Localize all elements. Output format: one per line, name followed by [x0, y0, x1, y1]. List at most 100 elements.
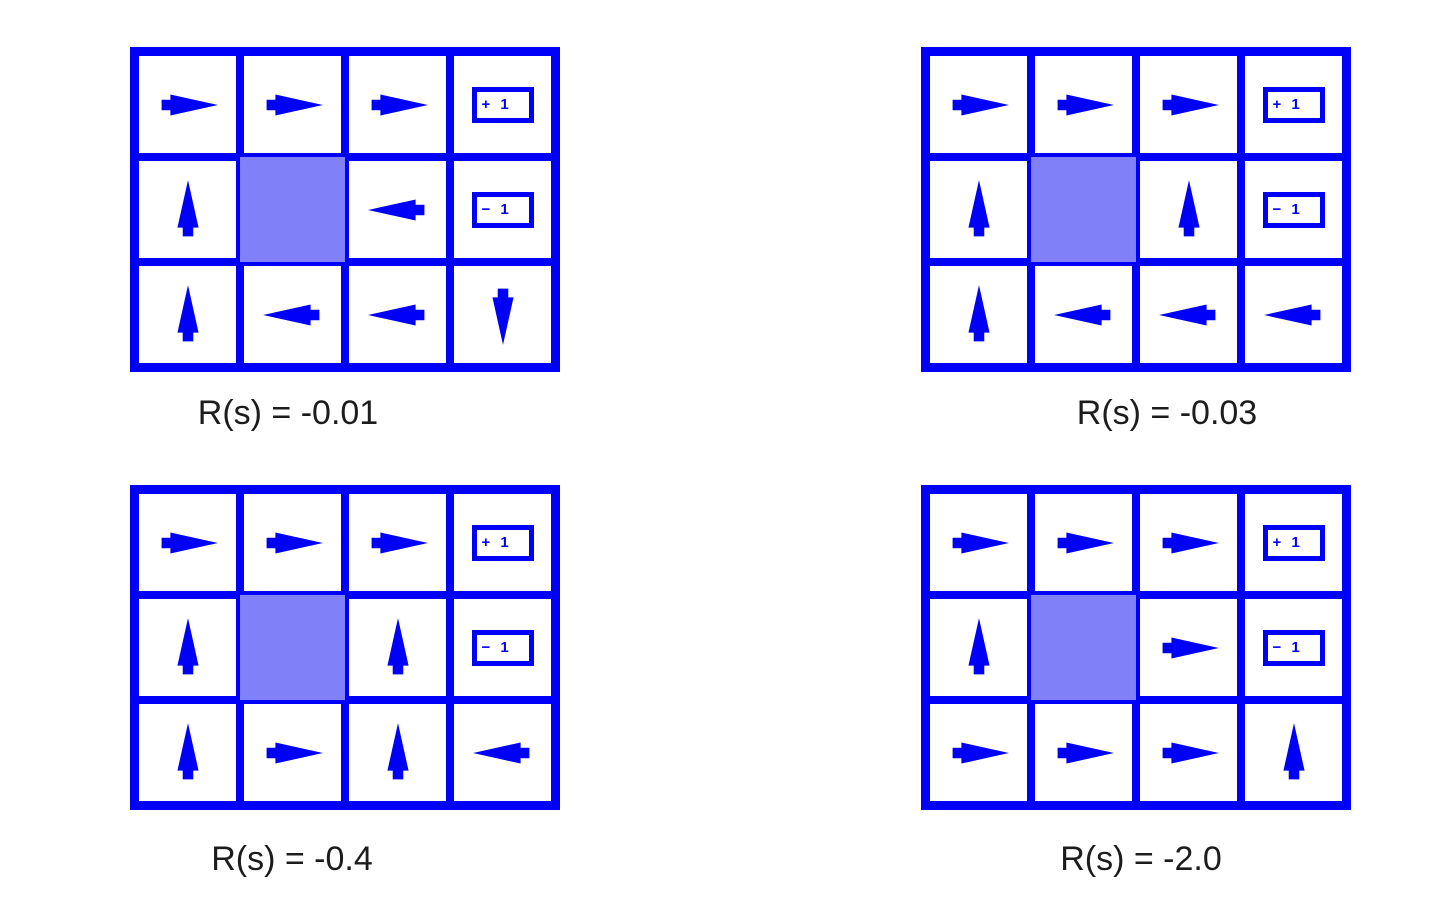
grid-cell-r3c3 [345, 700, 450, 805]
grid-cell-r2c4: − 1 [1241, 157, 1346, 262]
grid-cell-r3c4 [1241, 700, 1346, 805]
grid-cell-r3c1 [926, 700, 1031, 805]
grid-cell-r2c3 [1136, 157, 1241, 262]
up-arrow-icon [176, 284, 199, 341]
up-arrow-icon [967, 179, 990, 236]
right-arrow-icon [371, 531, 428, 554]
grid-cell-r2c1 [135, 595, 240, 700]
right-arrow-icon [1057, 93, 1114, 116]
grid-cell-r3c2 [1031, 262, 1136, 367]
minus-one-terminal: − 1 [471, 629, 534, 666]
grid-cell-r3c3 [345, 262, 450, 367]
reward-label-3: R(s) = -0.4 [211, 840, 373, 878]
left-arrow-icon [367, 198, 424, 221]
grid-cell-r1c2 [240, 490, 345, 595]
up-arrow-icon [176, 722, 199, 779]
minus-one-terminal: − 1 [471, 191, 534, 228]
grid-cell-r2c3 [345, 157, 450, 262]
left-arrow-icon [367, 303, 424, 326]
minus-one-terminal: − 1 [1262, 191, 1325, 228]
left-arrow-icon [1263, 303, 1320, 326]
grid-cell-r1c4: + 1 [450, 52, 555, 157]
right-arrow-icon [371, 93, 428, 116]
right-arrow-icon [952, 741, 1009, 764]
grid-cell-r1c2 [1031, 52, 1136, 157]
reward-label-1: R(s) = -0.01 [197, 394, 379, 432]
grid-cell-r3c4 [450, 262, 555, 367]
right-arrow-icon [952, 531, 1009, 554]
right-arrow-icon [1162, 636, 1219, 659]
wall-cell [1031, 157, 1136, 262]
up-arrow-icon [1282, 722, 1305, 779]
plus-one-terminal: + 1 [471, 86, 534, 123]
grid-cell-r2c4: − 1 [1241, 595, 1346, 700]
grid-cell-r3c2 [240, 700, 345, 805]
grid-cell-r1c3 [1136, 490, 1241, 595]
left-arrow-icon [472, 741, 529, 764]
right-arrow-icon [1162, 741, 1219, 764]
policy-grid-1: + 1 − 1 [130, 47, 560, 372]
left-arrow-icon [1053, 303, 1110, 326]
up-arrow-icon [967, 617, 990, 674]
up-arrow-icon [967, 284, 990, 341]
up-arrow-icon [386, 722, 409, 779]
plus-one-terminal: + 1 [1262, 524, 1325, 561]
right-arrow-icon [1162, 531, 1219, 554]
up-arrow-icon [1177, 179, 1200, 236]
right-arrow-icon [161, 531, 218, 554]
right-arrow-icon [266, 531, 323, 554]
grid-cell-r1c3 [345, 490, 450, 595]
reward-label-4: R(s) = -2.0 [1060, 840, 1222, 878]
wall-cell [240, 595, 345, 700]
policy-grid-3: + 1 − 1 [130, 485, 560, 810]
grid-cell-r1c3 [345, 52, 450, 157]
grid-cell-r2c3 [345, 595, 450, 700]
right-arrow-icon [266, 93, 323, 116]
grid-cell-r1c4: + 1 [1241, 490, 1346, 595]
right-arrow-icon [161, 93, 218, 116]
grid-cell-r3c1 [926, 262, 1031, 367]
grid-cell-r3c1 [135, 700, 240, 805]
grid-cell-r3c2 [1031, 700, 1136, 805]
grid-cell-r3c2 [240, 262, 345, 367]
up-arrow-icon [176, 179, 199, 236]
right-arrow-icon [1162, 93, 1219, 116]
grid-cell-r1c1 [926, 52, 1031, 157]
grid-cell-r2c4: − 1 [450, 157, 555, 262]
grid-cell-r1c1 [135, 52, 240, 157]
grid-cell-r1c3 [1136, 52, 1241, 157]
grid-cell-r3c3 [1136, 700, 1241, 805]
grid-cell-r1c4: + 1 [450, 490, 555, 595]
grid-cell-r3c4 [1241, 262, 1346, 367]
up-arrow-icon [386, 617, 409, 674]
grid-cell-r2c1 [135, 157, 240, 262]
grid-cell-r3c1 [135, 262, 240, 367]
grid-cell-r1c1 [926, 490, 1031, 595]
grid-cell-r2c3 [1136, 595, 1241, 700]
plus-one-terminal: + 1 [471, 524, 534, 561]
grid-cell-r1c4: + 1 [1241, 52, 1346, 157]
wall-cell [240, 157, 345, 262]
down-arrow-icon [491, 288, 514, 345]
grid-cell-r3c3 [1136, 262, 1241, 367]
grid-cell-r1c2 [1031, 490, 1136, 595]
minus-one-terminal: − 1 [1262, 629, 1325, 666]
grid-cell-r1c1 [135, 490, 240, 595]
grid-cell-r2c1 [926, 157, 1031, 262]
right-arrow-icon [1057, 741, 1114, 764]
grid-cell-r3c4 [450, 700, 555, 805]
left-arrow-icon [262, 303, 319, 326]
wall-cell [1031, 595, 1136, 700]
grid-cell-r2c1 [926, 595, 1031, 700]
reward-label-2: R(s) = -0.03 [1076, 394, 1258, 432]
grid-cell-r2c4: − 1 [450, 595, 555, 700]
right-arrow-icon [266, 741, 323, 764]
plus-one-terminal: + 1 [1262, 86, 1325, 123]
left-arrow-icon [1158, 303, 1215, 326]
right-arrow-icon [952, 93, 1009, 116]
up-arrow-icon [176, 617, 199, 674]
right-arrow-icon [1057, 531, 1114, 554]
grid-cell-r1c2 [240, 52, 345, 157]
policy-grid-2: + 1 − 1 [921, 47, 1351, 372]
policy-grid-4: + 1 − 1 [921, 485, 1351, 810]
